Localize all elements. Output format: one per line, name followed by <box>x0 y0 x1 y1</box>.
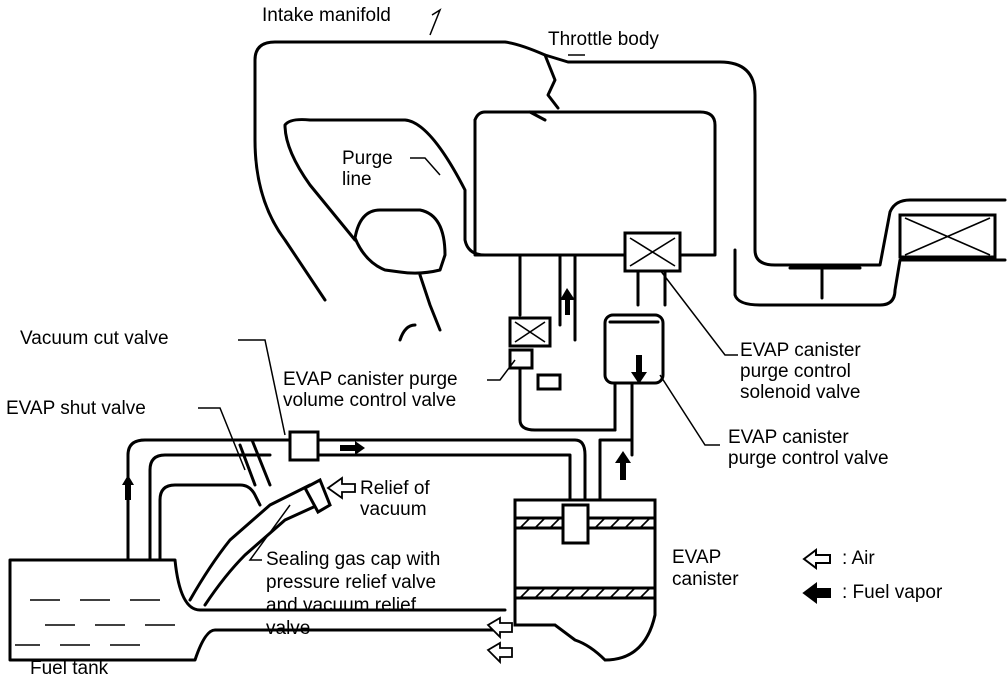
label-gas-cap-2: pressure relief valve <box>266 572 437 593</box>
label-solenoid-valve-1: EVAP canister <box>740 340 861 361</box>
label-throttle-body: Throttle body <box>548 29 659 50</box>
label-gas-cap-4: valve <box>266 618 311 639</box>
legend-fuel-vapor-icon <box>802 582 831 604</box>
label-volume-control-valve-2: volume control valve <box>283 390 457 411</box>
label-purge-line-1: Purge <box>342 148 393 169</box>
filler-neck <box>188 483 320 607</box>
label-fuel-tank: Fuel tank <box>30 658 109 679</box>
relief-arrow <box>326 476 356 500</box>
label-solenoid-valve-3: solenoid valve <box>740 382 861 403</box>
label-purge-line-2: line <box>342 169 372 190</box>
air-inlet-arrow-1 <box>486 616 513 640</box>
throttle-plate <box>543 53 560 110</box>
intake-manifold-inner <box>283 110 717 257</box>
purge-control-valve <box>603 313 665 457</box>
label-volume-control-valve-1: EVAP canister purge <box>283 369 458 390</box>
label-gas-cap-1: Sealing gas cap with <box>266 549 441 570</box>
purge-solenoid-valve <box>623 231 682 307</box>
evap-canister <box>513 418 657 662</box>
legend-air-label: : Air <box>842 548 875 569</box>
label-evap-canister-1: EVAP <box>672 547 722 568</box>
label-relief-of-vacuum-2: vacuum <box>360 499 427 520</box>
purge-line <box>473 118 522 317</box>
label-solenoid-valve-2: purge control <box>740 361 851 382</box>
engine-head <box>353 208 447 275</box>
air-inlet-arrow-2 <box>486 641 513 665</box>
label-purge-control-valve-2: purge control valve <box>728 448 889 469</box>
label-evap-shut-valve: EVAP shut valve <box>6 398 146 419</box>
vacuum-cut-valve <box>288 430 320 462</box>
label-intake-manifold: Intake manifold <box>262 5 391 26</box>
vapor-line <box>148 453 272 562</box>
legend-air-icon <box>802 548 831 570</box>
gas-cap <box>302 477 332 515</box>
label-evap-canister-2: canister <box>672 569 739 590</box>
label-relief-of-vacuum-1: Relief of <box>360 478 430 499</box>
volume-control-valve-body <box>508 288 617 432</box>
throttle-plate-2 <box>528 110 547 122</box>
label-purge-control-valve-1: EVAP canister <box>728 427 849 448</box>
fuel-tank <box>8 558 507 662</box>
throttle-body-duct <box>733 248 1007 307</box>
legend-fuel-vapor-label: : Fuel vapor <box>842 582 943 603</box>
label-vacuum-cut-valve: Vacuum cut valve <box>20 328 169 349</box>
shut-valve-lines <box>158 483 262 562</box>
label-gas-cap-3: and vacuum relief <box>266 595 416 616</box>
